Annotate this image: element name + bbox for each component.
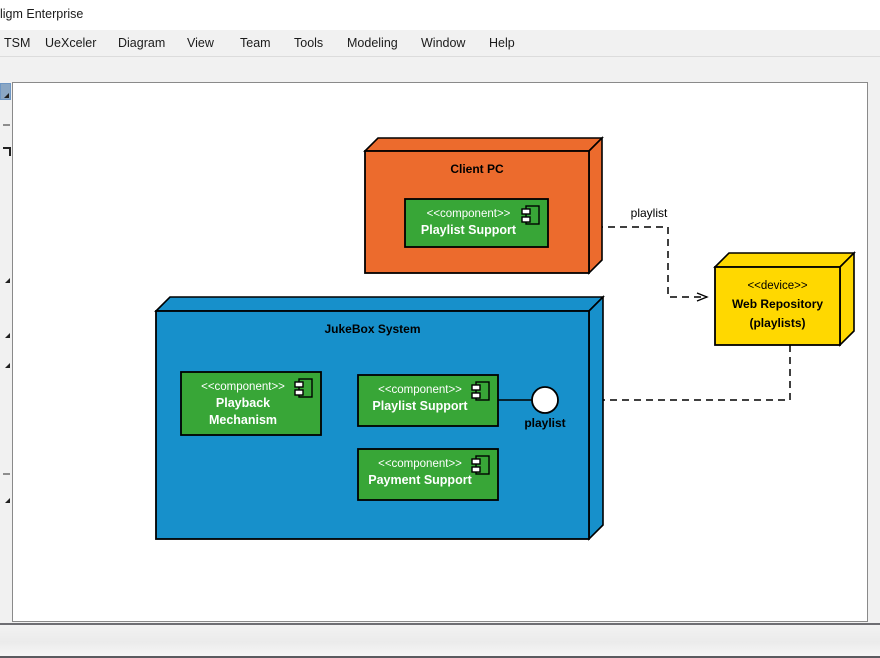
diagram-canvas[interactable]: playlist Client PC <<component>> Playlist …	[12, 82, 868, 622]
node-tool[interactable]	[0, 267, 11, 284]
pan-tool-icon	[3, 124, 10, 126]
deployment-diagram: playlist Client PC <<component>> Playlist …	[13, 83, 868, 622]
sweeper-tool-icon	[3, 147, 11, 156]
component-jukebox-playlist-support[interactable]: <<component>> Playlist Support	[358, 375, 498, 426]
component-tool[interactable]	[0, 352, 11, 369]
component-payment-support-name-line-0: Payment Support	[368, 473, 472, 487]
menu-item-modeling[interactable]: Modeling	[343, 34, 402, 52]
component-playback-mechanism-name-line-0: Playback	[216, 396, 270, 410]
component-playback-mechanism-name-line-1: Mechanism	[209, 413, 277, 427]
node-client-pc-title: Client PC	[450, 162, 504, 176]
component-playback-mechanism-stereotype: <<component>>	[201, 381, 285, 393]
menu-item-help[interactable]: Help	[485, 34, 519, 52]
node-jukebox-system-side-face	[589, 297, 603, 539]
node-web-repository-stereotype: <<device>>	[747, 280, 807, 292]
component-jukebox-playlist-support-name-line-0: Playlist Support	[372, 399, 468, 413]
diagram-toolbar[interactable]	[0, 57, 11, 622]
node-web-repository-side-face	[840, 253, 854, 345]
component-playback-mechanism[interactable]: <<component>> PlaybackMechanism	[181, 372, 321, 435]
component-payment-support[interactable]: <<component>> Payment Support	[358, 449, 498, 500]
status-bar	[0, 625, 880, 656]
component-client-playlist-support-stereotype: <<component>>	[427, 208, 511, 220]
node-web-repository-name-line-0: Web Repository	[732, 297, 823, 311]
device-tool-icon	[5, 333, 10, 338]
node-tool-icon	[5, 278, 10, 283]
interface-playlist-ball-ball	[532, 387, 558, 413]
select-tool[interactable]	[0, 83, 11, 100]
component-client-playlist-support-name-line-0: Playlist Support	[421, 223, 517, 237]
connector-client-to-repository-label: playlist	[631, 206, 668, 220]
menu-item-team[interactable]: Team	[236, 34, 275, 52]
node-client-pc-top-face	[365, 138, 602, 151]
title-bar: ligm Enterprise	[0, 0, 880, 30]
menu-item-tsm[interactable]: TSM	[0, 34, 34, 52]
menu-bar[interactable]: TSM UeXceler Diagram View Team Tools Modeling W…	[0, 30, 880, 57]
artifact-tool-icon	[3, 473, 10, 475]
association-tool[interactable]	[0, 487, 11, 504]
sweeper-tool[interactable]	[0, 142, 11, 159]
interface-playlist-ball-label: playlist	[524, 416, 565, 430]
select-tool-icon	[4, 93, 9, 98]
pan-tool[interactable]	[0, 113, 11, 130]
window-title: ligm Enterprise	[0, 7, 83, 21]
menu-item-tools[interactable]: Tools	[290, 34, 327, 52]
component-client-playlist-support[interactable]: <<component>> Playlist Support	[405, 199, 548, 247]
node-jukebox-system-top-face	[156, 297, 603, 311]
node-jukebox-system-title: JukeBox System	[324, 322, 420, 336]
node-web-repository-name-line-1: (playlists)	[749, 316, 805, 330]
node-web-repository-top-face	[715, 253, 854, 267]
menu-item-diagram[interactable]: Diagram	[114, 34, 169, 52]
component-tool-icon	[5, 363, 10, 368]
menu-item-uexceler[interactable]: UeXceler	[41, 34, 100, 52]
component-jukebox-playlist-support-stereotype: <<component>>	[378, 384, 462, 396]
artifact-tool[interactable]	[0, 462, 11, 479]
device-tool[interactable]	[0, 322, 11, 339]
menu-item-view[interactable]: View	[183, 34, 218, 52]
menu-item-window[interactable]: Window	[417, 34, 469, 52]
node-client-pc-side-face	[589, 138, 602, 273]
component-payment-support-stereotype: <<component>>	[378, 458, 462, 470]
association-tool-icon	[5, 498, 10, 503]
